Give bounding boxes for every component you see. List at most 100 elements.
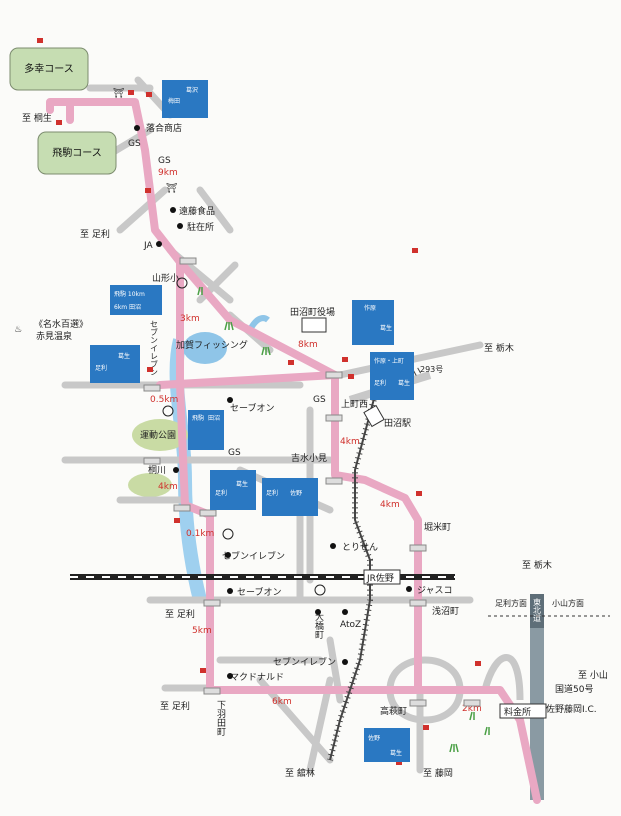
sign-6-a: 飛駒 xyxy=(192,414,204,422)
dir-ashikaga-w2: 至 足利 xyxy=(160,700,190,712)
road-sign-1: 梅田 葛沢 xyxy=(162,80,208,118)
sign-3-b: 葛生 xyxy=(380,324,392,332)
course-box-tako[interactable]: 多幸コース xyxy=(9,47,89,91)
place-seibu-on-1: セーブオン xyxy=(230,402,274,414)
place-tanuma-office: 田沼町役場 xyxy=(290,306,335,318)
undo-park-area xyxy=(132,419,188,451)
place-toriyoshi: とりせん xyxy=(342,542,378,553)
kirikawa-park-area xyxy=(128,473,172,497)
dist-0-5km: 0.5km xyxy=(150,395,178,405)
dir-fujioka: 至 藤岡 xyxy=(423,767,453,779)
shrine-icon-1: ⛩ xyxy=(113,88,124,99)
place-chuzaisho: 駐在所 xyxy=(187,221,214,233)
dir-ashikaga-w1: 至 足利 xyxy=(165,608,195,620)
gs-2: GS xyxy=(158,156,171,166)
sign-3-a: 作原 xyxy=(364,304,376,312)
course-label-tako: 多幸コース xyxy=(24,62,74,75)
place-shimohaneda: 下羽田町 xyxy=(215,700,226,736)
dist-5km: 5km xyxy=(192,626,212,636)
shrine-icon-2: ⛩ xyxy=(166,183,177,194)
place-meisui2: 赤見温泉 xyxy=(36,330,72,342)
town-office-building xyxy=(301,317,327,333)
hot-spring-icon: ♨ xyxy=(14,325,22,335)
ic-ramp xyxy=(481,654,524,701)
road-sign-2: 飛駒 10km 6km 田沼 xyxy=(110,285,162,315)
place-jr-sano: JR佐野 xyxy=(366,572,394,584)
dist-9km: 9km xyxy=(158,168,178,178)
place-horiyone: 堀米町 xyxy=(424,521,451,533)
road-sign-5: 足利 葛生 xyxy=(90,345,140,383)
course-box-hikoma[interactable]: 飛駒コース xyxy=(37,131,117,175)
place-seibu-on-2: セーブオン xyxy=(237,586,281,598)
dir-tatebayashi: 至 舘林 xyxy=(285,767,315,779)
school-symbols xyxy=(162,277,326,596)
dist-4km-a: 4km xyxy=(340,437,360,447)
sign-4-a: 作原・上町 xyxy=(374,357,404,365)
gs-3: GS xyxy=(313,395,326,405)
flag-markers xyxy=(37,38,481,765)
sign-5-a: 足利 xyxy=(95,364,107,372)
place-yoshimizu: 吉水小見 xyxy=(291,452,327,464)
place-atoz: AtoZ xyxy=(340,620,361,630)
course-route xyxy=(46,98,541,804)
sign-6-b: 田沼 xyxy=(208,414,220,422)
sign-4-c: 葛生 xyxy=(398,379,410,387)
place-yamagata-school: 山形小 xyxy=(152,272,179,284)
place-takahagi: 高萩町 xyxy=(380,705,407,717)
dir-oyama: 至 小山 xyxy=(578,670,608,681)
place-tohoku-expy: 東北道 xyxy=(533,597,542,623)
place-route293: 293号 xyxy=(420,365,443,374)
dir-ashikaga-nw: 至 足利 xyxy=(80,228,110,240)
place-undo-park: 運動公園 xyxy=(140,430,176,441)
dir-tochigi-e: 至 栃木 xyxy=(522,559,552,571)
poi-dots xyxy=(134,125,412,679)
place-seven-eleven-2: セブンイレブン xyxy=(273,656,336,668)
place-endo: 遠藤食品 xyxy=(179,205,215,217)
place-route50: 国道50号 xyxy=(555,683,593,695)
gs-1: GS xyxy=(128,139,141,149)
dist-2km: 2km xyxy=(462,704,482,714)
place-sano-ic: 佐野藤岡I.C. xyxy=(546,703,597,715)
place-okuwa: 大橋町 xyxy=(313,611,324,639)
dir-tochigi-n: 至 栃木 xyxy=(484,342,514,354)
sign-9-a: 佐野 xyxy=(368,734,380,742)
dist-4km-b: 4km xyxy=(158,482,178,492)
place-mcdonalds: マクドナルド xyxy=(230,672,284,683)
road-sign-3: 作原 葛生 xyxy=(352,300,394,345)
place-kamimachi-nishi: 上町西 xyxy=(341,399,368,410)
sign-1-b: 葛沢 xyxy=(186,86,198,94)
course-label-hikoma: 飛駒コース xyxy=(52,147,102,159)
gs-4: GS xyxy=(228,448,241,458)
road-sign-7: 足利 葛生 xyxy=(210,470,256,510)
road-sign-4: 作原・上町 足利 葛生 xyxy=(370,352,414,400)
dist-0-1km: 0.1km xyxy=(186,529,214,539)
road-sign-6: 飛駒 田沼 xyxy=(188,410,224,450)
road-sign-8: 足利 佐野 xyxy=(262,478,318,516)
sign-8-a: 足利 xyxy=(266,489,278,497)
dist-6km: 6km xyxy=(272,697,292,707)
sign-7-a: 足利 xyxy=(215,489,227,497)
sign-2-a: 飛駒 10km xyxy=(114,290,145,298)
sign-8-b: 佐野 xyxy=(290,489,302,497)
sign-9-b: 葛生 xyxy=(390,749,402,757)
sign-7-b: 葛生 xyxy=(236,480,248,488)
sign-1-a: 梅田 xyxy=(168,97,180,105)
place-kirikawa: 桐川 xyxy=(148,464,166,476)
dir-kiryu: 至 桐生 xyxy=(22,112,52,124)
place-kaga-fishing: 加賀フィッシング xyxy=(176,339,248,351)
sign-4-b: 足利 xyxy=(374,379,386,387)
place-jasco: ジャスコ xyxy=(417,586,453,596)
grass-marks xyxy=(197,286,490,753)
place-toll: 料金所 xyxy=(504,706,531,718)
station-building xyxy=(363,404,385,428)
place-seven-eleven-v: セブンイレブン xyxy=(150,320,159,376)
sign-2-b: 6km 田沼 xyxy=(114,303,141,311)
dist-3km: 3km xyxy=(180,314,200,324)
place-meisui1: 《名水百選》 xyxy=(34,318,88,330)
road-sign-9: 佐野 葛生 xyxy=(364,728,410,762)
traffic-signals xyxy=(143,257,481,707)
sign-5-b: 葛生 xyxy=(118,352,130,360)
place-tanuma-station: 田沼駅 xyxy=(384,418,411,429)
place-oyama-houmen: 小山方面 xyxy=(552,598,584,608)
